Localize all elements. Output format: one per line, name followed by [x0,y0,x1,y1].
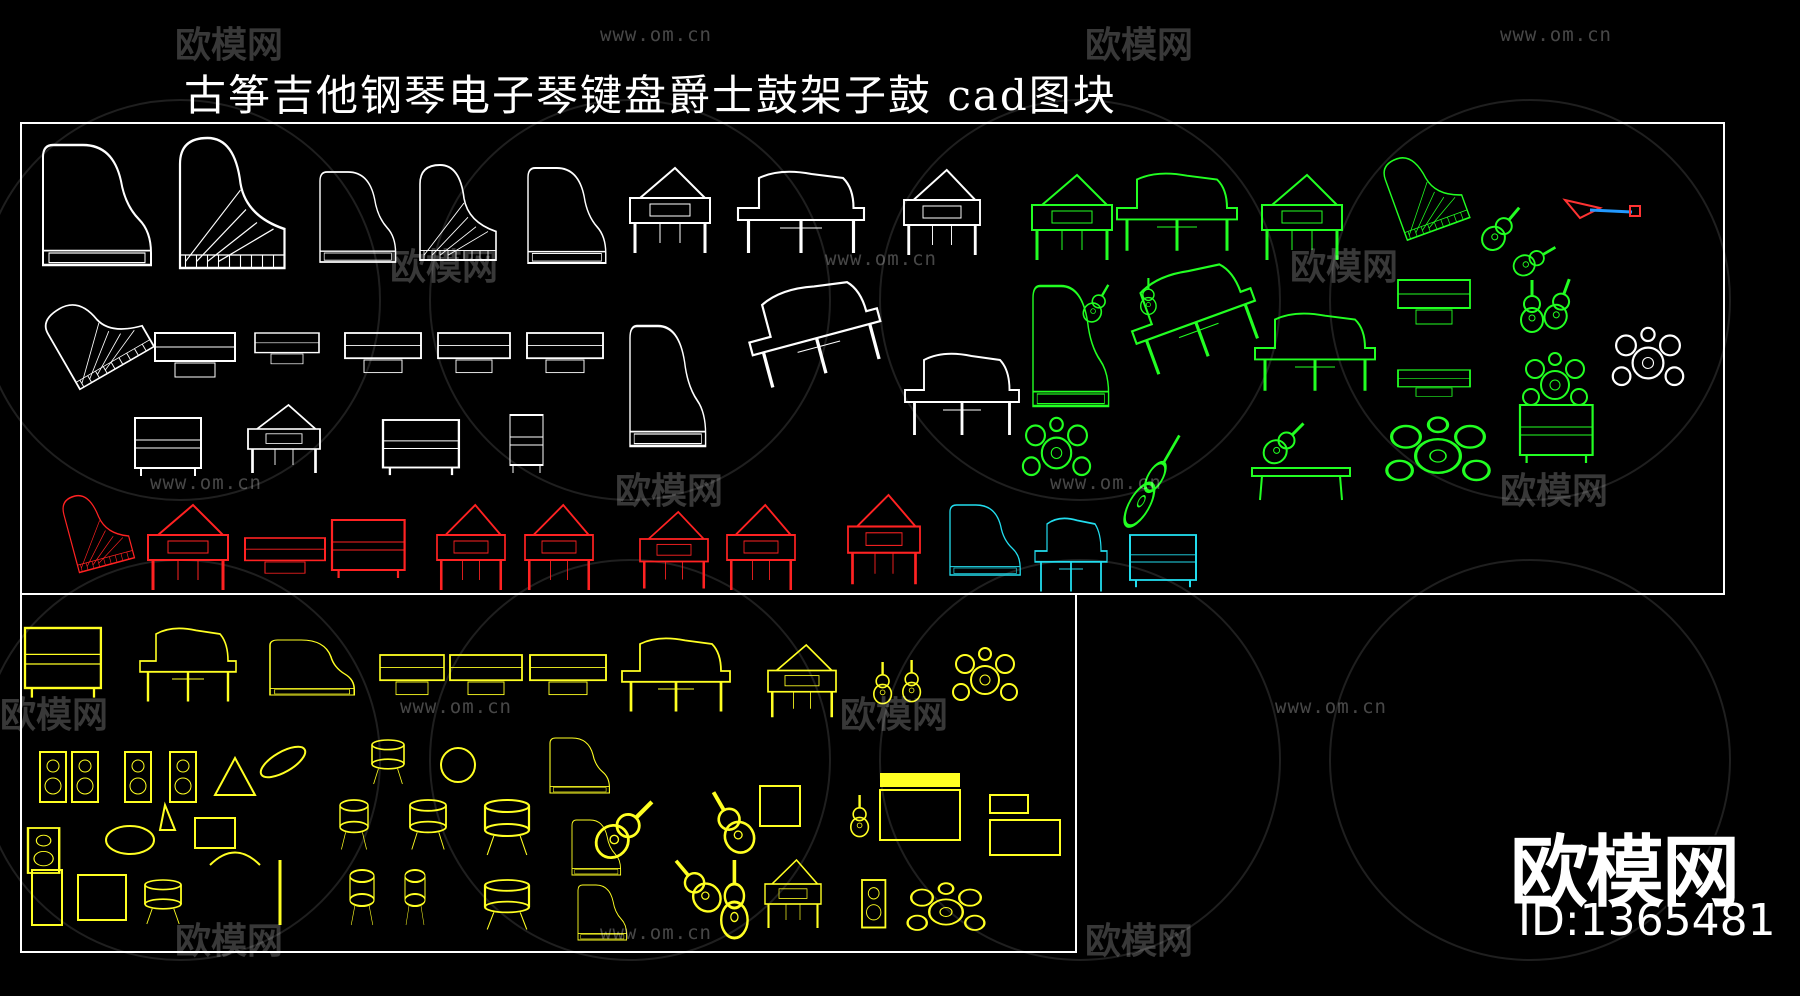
watermark-brand: 欧模网 [1500,471,1609,512]
watermark-brand: 欧模网 [175,25,284,66]
white-drumkit [1611,326,1685,387]
watermark-brand: 欧模网 [840,695,949,736]
brand-logo-text: 欧模网 [1508,827,1741,920]
watermark-brand: 欧模网 [1085,25,1194,66]
watermark-brand: 欧模网 [1290,247,1399,288]
model-id: ID:1365481 [1518,895,1776,946]
watermark-url: www.om.cn [825,248,937,270]
watermark-brand: 欧模网 [1085,921,1194,962]
watermark-url: www.om.cn [600,24,712,46]
upper-frame [20,122,1725,595]
watermark-url: www.om.cn [600,922,712,944]
watermark-brand: 欧模网 [0,695,109,736]
white-piano-blocks [39,136,1021,477]
watermark-url: www.om.cn [150,472,262,494]
lower-frame [20,593,1077,953]
green-instrument-blocks [1021,141,1594,530]
yellow-instrument-blocks [23,626,1061,941]
watermark-brand: 欧模网 [390,247,499,288]
watermark-url: www.om.cn [400,696,512,718]
watermark-url: www.om.cn [1050,472,1162,494]
watermark-brand: 欧模网 [615,471,724,512]
red-piano-blocks [59,484,922,592]
electric-guitar-colored [1562,198,1641,220]
drawing-title: 古筝吉他钢琴电子琴键盘爵士鼓架子鼓 cad图块 [184,71,1117,120]
watermark-arcs [0,99,1731,961]
watermark-url: www.om.cn [1500,24,1612,46]
watermark-brand: 欧模网 [175,921,284,962]
cyan-piano-blocks [949,504,1197,593]
watermark-url: www.om.cn [1275,696,1387,718]
